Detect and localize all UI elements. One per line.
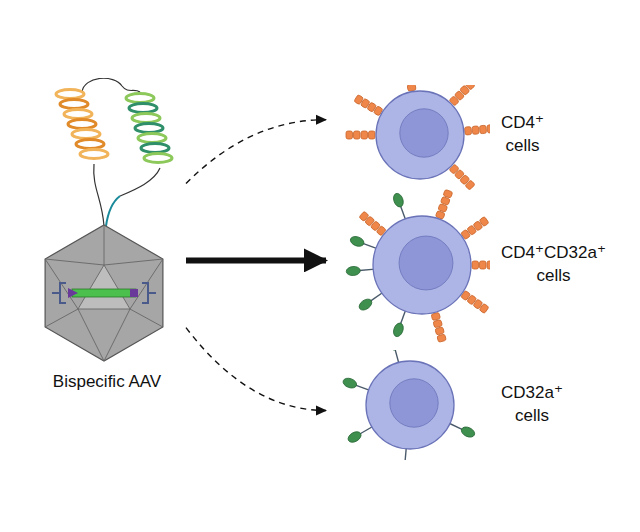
- cd4-receptor: [464, 125, 490, 135]
- cd4-receptor: [403, 85, 416, 91]
- arrow-connector: [186, 120, 326, 184]
- cell-nucleus: [399, 236, 453, 290]
- cd4-receptor: [461, 216, 489, 239]
- cell-nucleus: [390, 379, 438, 427]
- cell-label: CD32a⁺ cells: [498, 382, 566, 428]
- cell-illustration: [330, 350, 490, 460]
- bispecific-adapter: [56, 78, 172, 226]
- cd32a-receptor: [346, 265, 376, 276]
- cell-label: CD4⁺ cells: [498, 112, 547, 158]
- cell-illustration: [330, 188, 490, 348]
- cd4-receptor: [346, 131, 375, 139]
- cd4-receptor: [461, 290, 489, 313]
- cd4-receptor: [449, 85, 475, 106]
- vector-node: Bispecific AAV: [22, 78, 192, 398]
- aav-capsid: [45, 225, 163, 361]
- aav-illustration: [22, 78, 192, 398]
- cd4-receptor: [435, 189, 452, 219]
- cd4-receptor: [472, 261, 490, 269]
- arrow-connector: [186, 257, 326, 263]
- cell-node: CD4⁺CD32a⁺ cells: [330, 188, 609, 348]
- cell-membrane: [376, 91, 464, 179]
- cd4-receptor: [354, 95, 383, 116]
- cell-membrane: [366, 361, 454, 449]
- vector-label: Bispecific AAV: [22, 371, 192, 394]
- cd4-receptor: [359, 211, 386, 236]
- cell-label: CD4⁺CD32a⁺ cells: [498, 242, 609, 288]
- cell-node: CD4⁺ cells: [330, 85, 547, 190]
- cd4-receptor: [449, 164, 475, 190]
- cell-nucleus: [400, 109, 448, 157]
- arrow-connector: [186, 328, 326, 411]
- cd4-receptor: [431, 312, 446, 342]
- transgene-cassette: [52, 283, 156, 303]
- cell-illustration: [330, 85, 490, 190]
- cell-node: CD32a⁺ cells: [330, 350, 566, 460]
- cell-membrane: [373, 216, 471, 314]
